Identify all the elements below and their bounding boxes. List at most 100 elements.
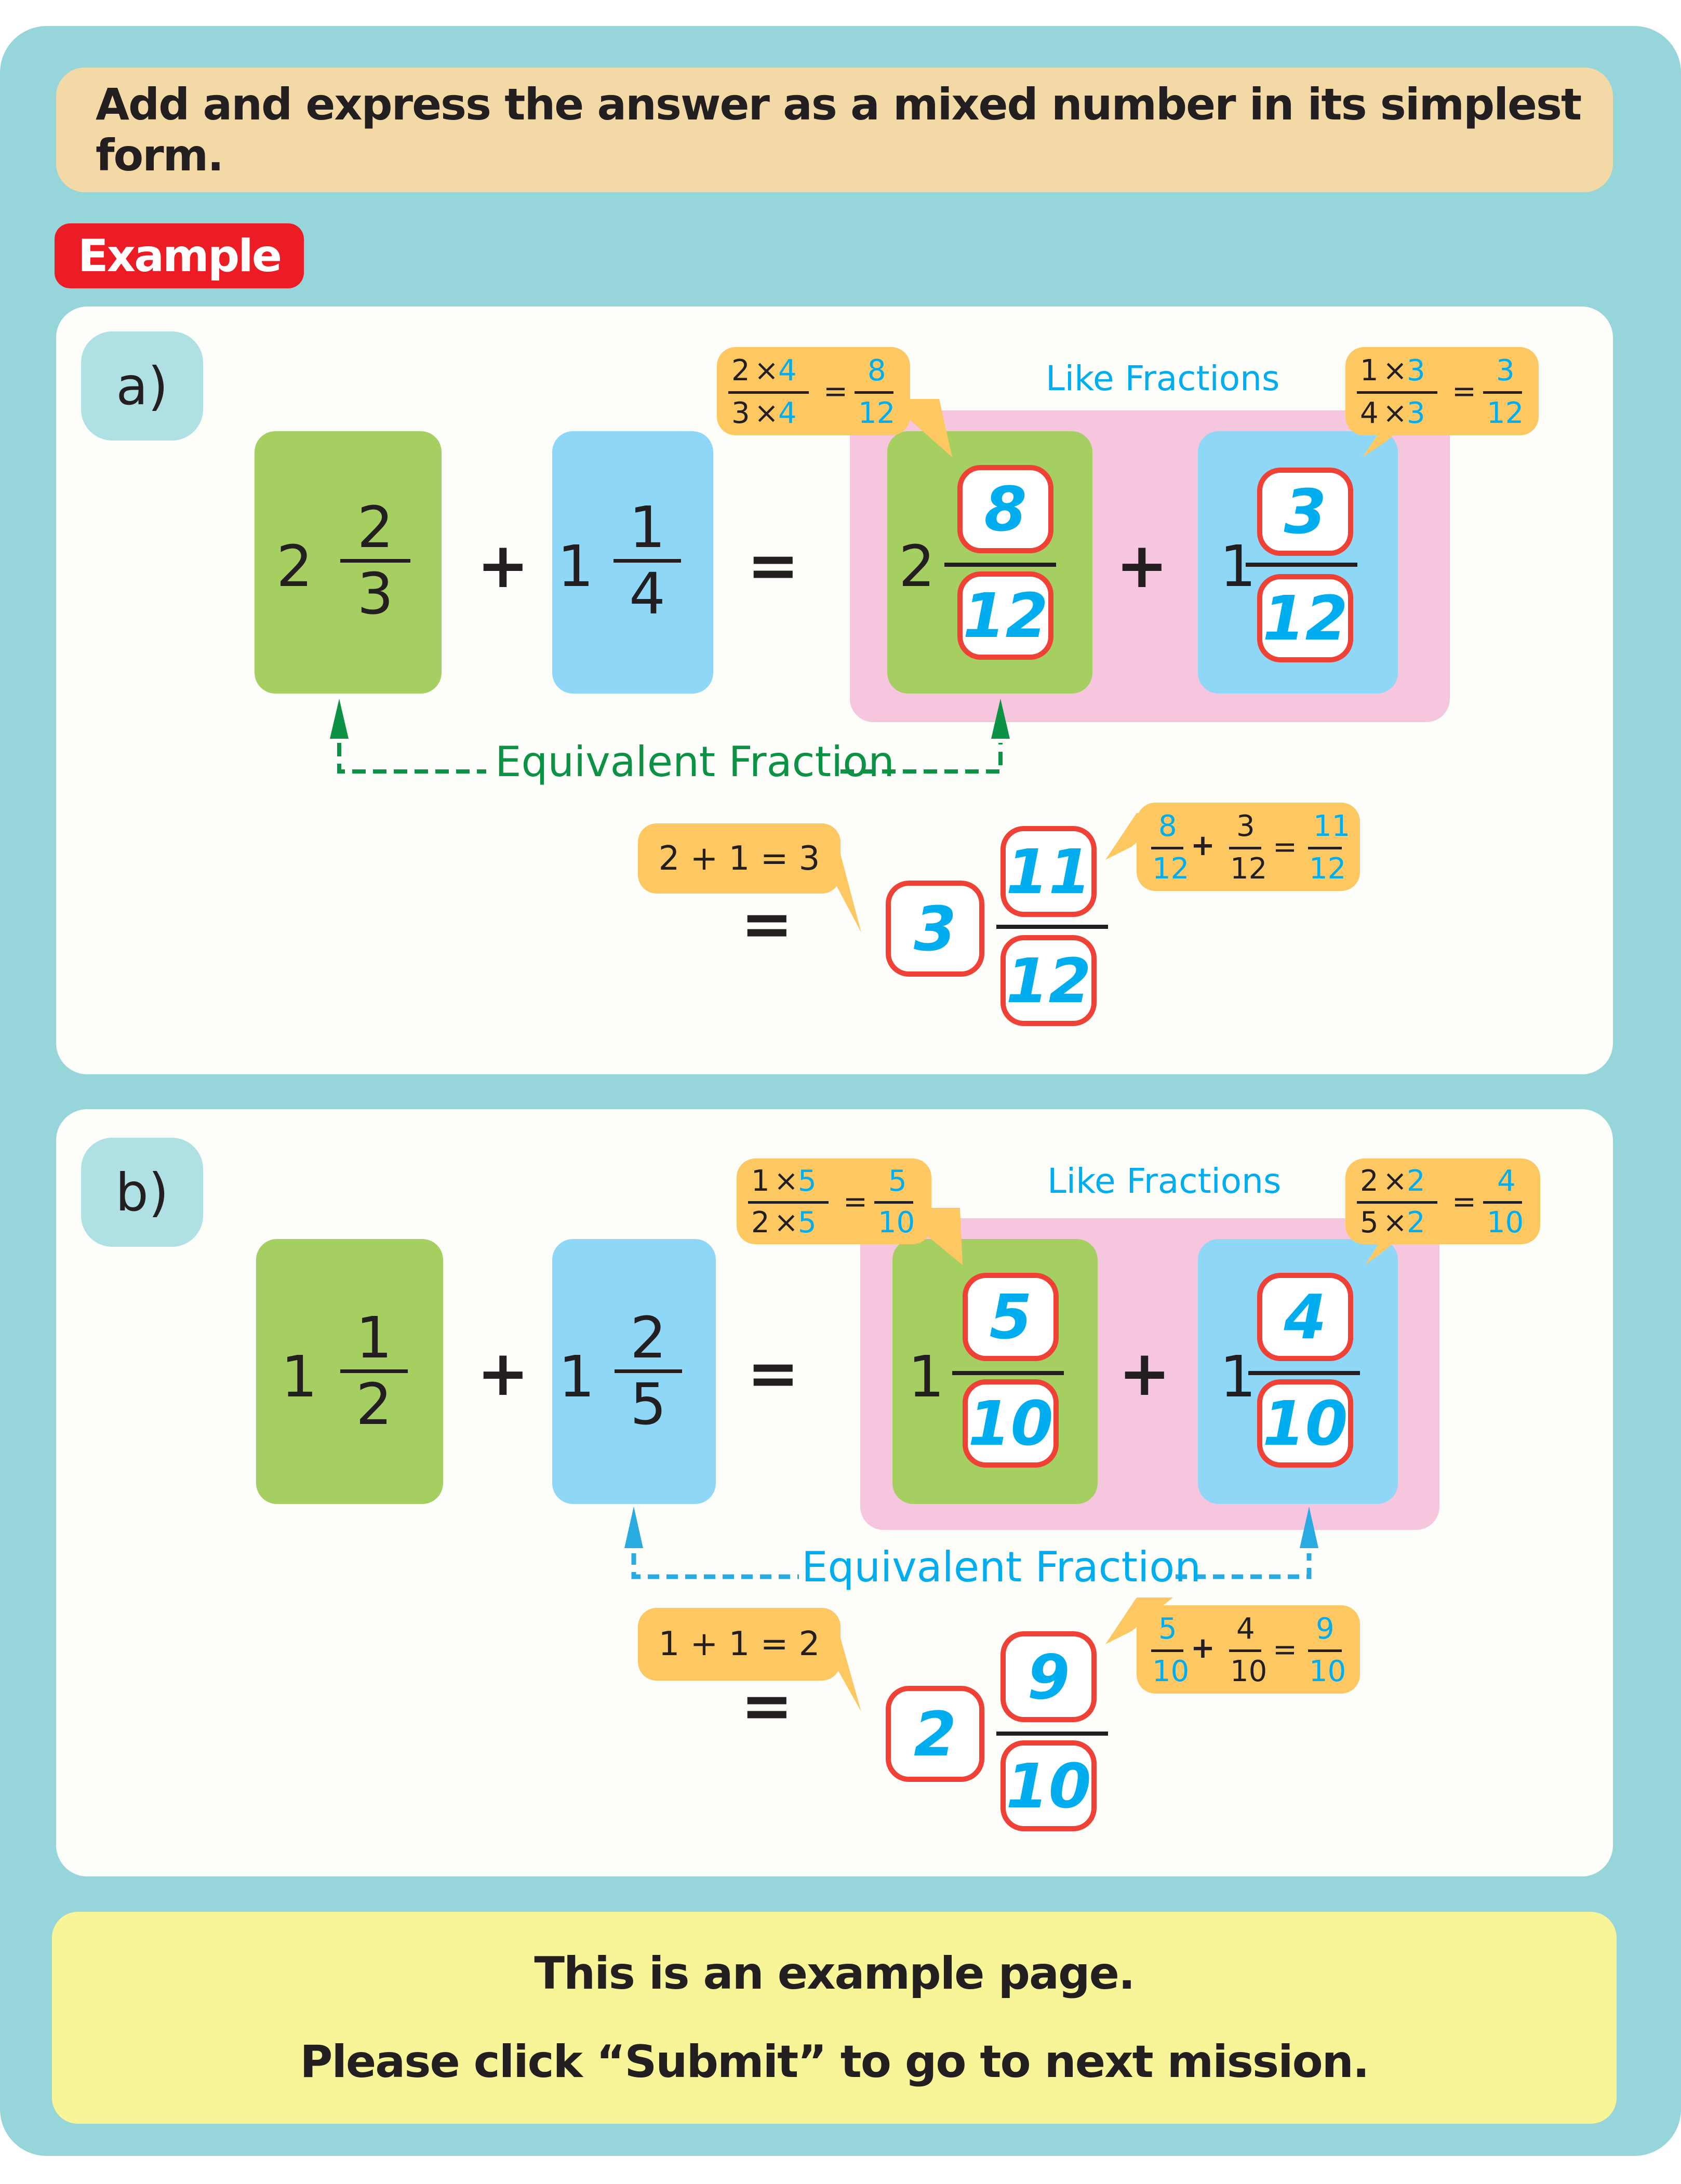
- arrow-up-icon: [991, 699, 1010, 739]
- equals-sign: =: [741, 888, 793, 961]
- example-badge: Example: [55, 223, 304, 288]
- equals-sign: =: [747, 1338, 799, 1410]
- denominator-box: 12: [1257, 574, 1353, 662]
- bubble-den: 12: [1230, 852, 1268, 886]
- instruction-bar: Add and express the answer as a mixed nu…: [56, 68, 1613, 192]
- answer-denominator-box[interactable]: 12: [1000, 935, 1097, 1026]
- panel-label: a): [116, 355, 168, 417]
- bubble-result-num: 9: [1316, 1612, 1335, 1646]
- bubble-result-den: 10: [1309, 1655, 1346, 1688]
- denominator-box: 10: [963, 1379, 1059, 1468]
- whole-number: 2: [899, 533, 935, 600]
- whole-number: 1: [1220, 1343, 1256, 1410]
- multiplication-bubble-right: 1 × 3 4 × 3 = 3 12: [1345, 347, 1539, 435]
- whole-number: 1: [908, 1343, 944, 1410]
- plus-sign: +: [1118, 1338, 1171, 1410]
- bubble-fraction-bar: [855, 391, 893, 394]
- answer-numerator-box[interactable]: 11: [1000, 826, 1097, 917]
- bubble-equals: =: [843, 1185, 868, 1219]
- like-fractions-label: Like Fractions: [1046, 358, 1280, 398]
- bubble-den: 5: [1360, 1206, 1379, 1240]
- fraction-sum-bubble: 8 12 + 3 12 = 11 12: [1137, 803, 1360, 891]
- whole-number: 1: [557, 533, 594, 600]
- fraction-bar: [615, 1369, 682, 1373]
- bubble-result-den: 10: [1487, 1206, 1524, 1240]
- bubble-times: ×: [754, 354, 779, 388]
- bubble-result-num: 5: [888, 1164, 907, 1198]
- bubble-fraction-bar: [1308, 847, 1342, 849]
- whole-sum-text: 2 + 1 = 3: [658, 839, 820, 878]
- whole-sum-text: 1 + 1 = 2: [658, 1625, 820, 1663]
- bubble-result-den: 10: [878, 1206, 915, 1240]
- fraction-bar: [996, 1732, 1108, 1736]
- answer-numerator-box[interactable]: 9: [1000, 1631, 1097, 1722]
- multiplication-bubble-right: 2 × 2 5 × 2 = 4 10: [1345, 1158, 1540, 1244]
- answer-whole-box[interactable]: 2: [886, 1686, 984, 1782]
- bubble-den: 10: [1230, 1655, 1268, 1688]
- fraction: 1 4: [613, 496, 681, 625]
- footer-line-2: Please click “Submit” to go to next miss…: [300, 2036, 1369, 2088]
- bubble-fraction-bar: [1151, 847, 1183, 849]
- bubble-tail-left: [903, 399, 952, 457]
- answer-denominator-box[interactable]: 10: [1000, 1740, 1097, 1831]
- fraction-bar: [340, 559, 410, 563]
- bubble-den: 10: [1152, 1655, 1190, 1688]
- bubble-equals: =: [823, 375, 848, 408]
- equals-sign: =: [741, 1670, 793, 1742]
- bubble-times: ×: [1383, 354, 1407, 388]
- bubble-fraction-bar: [1229, 847, 1261, 849]
- footer-line-1: This is an example page.: [534, 1948, 1135, 2000]
- fraction: 2 5: [615, 1307, 682, 1436]
- fraction-bar: [340, 1369, 408, 1373]
- bubble-fraction-bar: [748, 1201, 829, 1204]
- fraction-bar: [996, 925, 1108, 929]
- fraction-bar: [1246, 563, 1357, 567]
- like-fractions-label: Like Fractions: [1047, 1161, 1282, 1201]
- bubble-result-den: 12: [858, 396, 896, 430]
- bubble-equals: =: [1452, 375, 1476, 408]
- fraction-bar: [613, 559, 681, 563]
- bubble-fraction-bar: [1357, 391, 1437, 394]
- bubble-result-num: 4: [1497, 1164, 1516, 1198]
- whole-number: 1: [558, 1343, 595, 1410]
- bubble-multiplier: 3: [1407, 354, 1425, 388]
- numerator-box: 8: [957, 465, 1053, 553]
- example-badge-label: Example: [77, 230, 282, 282]
- bubble-fraction-bar: [1483, 391, 1522, 394]
- numerator-box: 3: [1257, 468, 1353, 556]
- whole-sum-bubble: 2 + 1 = 3: [638, 823, 840, 894]
- equals-sign: =: [747, 530, 799, 602]
- fraction-bar: [952, 1371, 1064, 1375]
- bubble-result-num: 8: [868, 354, 886, 388]
- example-panel-b: b) 1 1 2 + 1 2 5 = Like Fractions 1 5 10…: [56, 1109, 1613, 1876]
- bubble-num: 2: [1360, 1164, 1379, 1198]
- answer-whole-box[interactable]: 3: [886, 881, 984, 977]
- bubble-den: 4: [1360, 396, 1379, 430]
- bubble-multiplier: 4: [778, 354, 797, 388]
- bubble-fraction-bar: [728, 391, 809, 394]
- bubble-times: ×: [754, 396, 779, 430]
- bubble-result-num: 3: [1496, 354, 1515, 388]
- bubble-multiplier: 5: [798, 1164, 817, 1198]
- plus-sign: +: [1116, 530, 1168, 602]
- plus-sign: +: [477, 1338, 529, 1410]
- multiplication-bubble-left: 2 × 4 3 × 4 = 8 12: [717, 347, 910, 435]
- numerator: 2: [630, 1304, 666, 1371]
- bubble-fraction-bar: [1229, 1649, 1261, 1652]
- bubble-times: ×: [1383, 1164, 1407, 1198]
- bubble-fraction-bar: [1308, 1649, 1342, 1652]
- bubble-multiplier: 2: [1407, 1164, 1425, 1198]
- bubble-den: 3: [731, 396, 750, 430]
- numerator-box: 5: [963, 1273, 1059, 1361]
- mixed-number-card-first: 1 1 2: [256, 1239, 443, 1504]
- arrow-up-icon: [1300, 1507, 1318, 1548]
- equivalent-fraction-label: Equivalent Fraction: [495, 738, 895, 786]
- instruction-text: Add and express the answer as a mixed nu…: [96, 79, 1582, 181]
- plus-sign: +: [477, 530, 529, 602]
- arrow-up-icon: [624, 1507, 643, 1548]
- equivalent-fraction-connector: [337, 743, 1003, 774]
- numerator: 1: [356, 1304, 392, 1371]
- fraction-bar: [944, 563, 1056, 567]
- bubble-num: 3: [1236, 809, 1255, 843]
- bubble-times: ×: [774, 1164, 798, 1198]
